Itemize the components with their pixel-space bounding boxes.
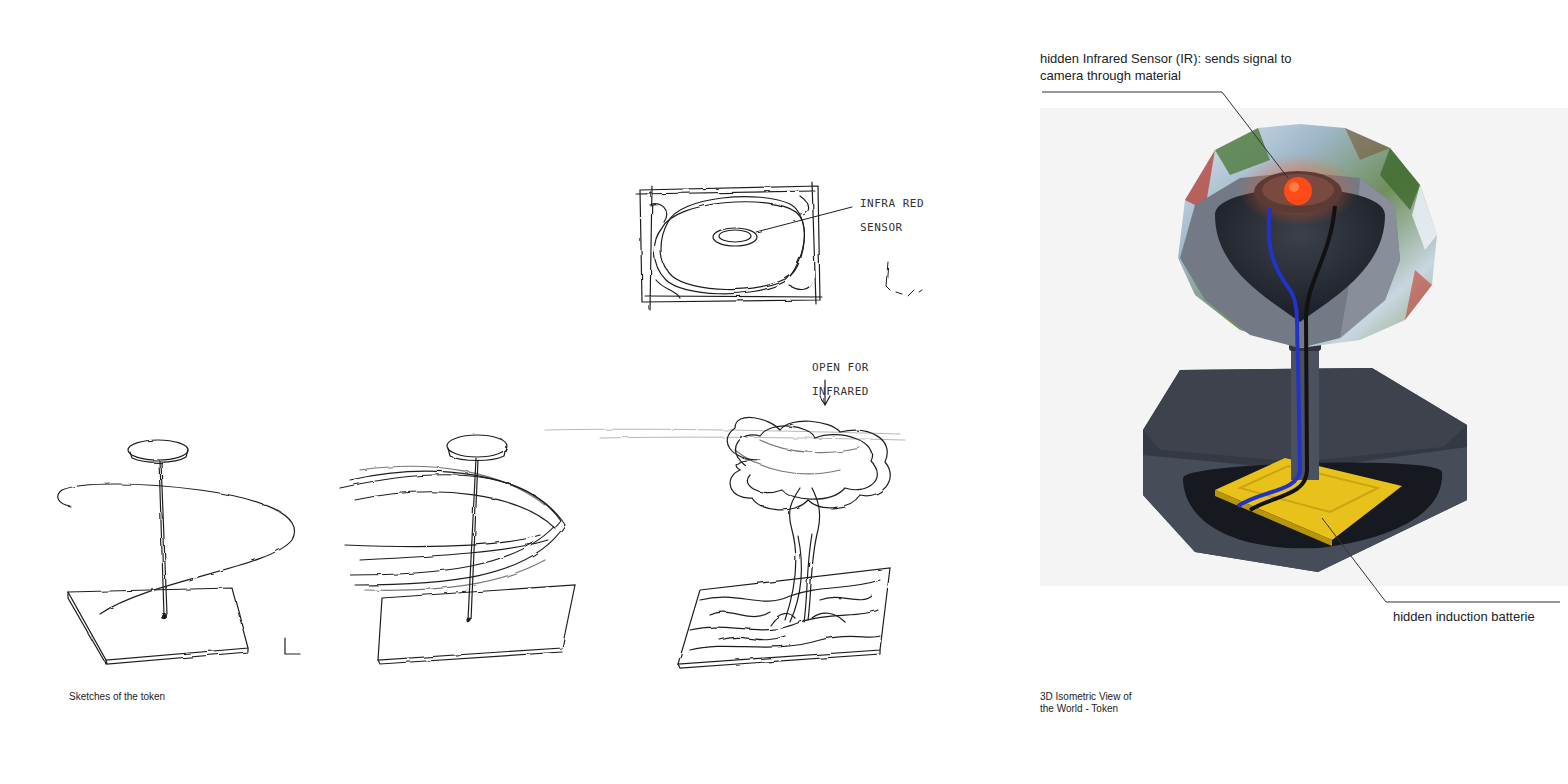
battery-callout: hidden induction batterie: [1393, 608, 1563, 625]
figure-caption: 3D Isometric View of the World - Token: [1040, 691, 1148, 715]
token-sketches: [58, 182, 922, 668]
open-note: OPEN FOR INFRARED: [812, 356, 916, 404]
token-render: [1143, 124, 1467, 572]
leader-line: [1042, 92, 1288, 178]
render-background: [1040, 108, 1568, 586]
sensor-callout: hidden Infrared Sensor (IR): sends signa…: [1040, 50, 1302, 84]
sensor-note: INFRA RED SENSOR: [860, 192, 950, 240]
figure-caption: Sketches of the token: [69, 691, 369, 703]
leader-line: [1322, 518, 1560, 602]
